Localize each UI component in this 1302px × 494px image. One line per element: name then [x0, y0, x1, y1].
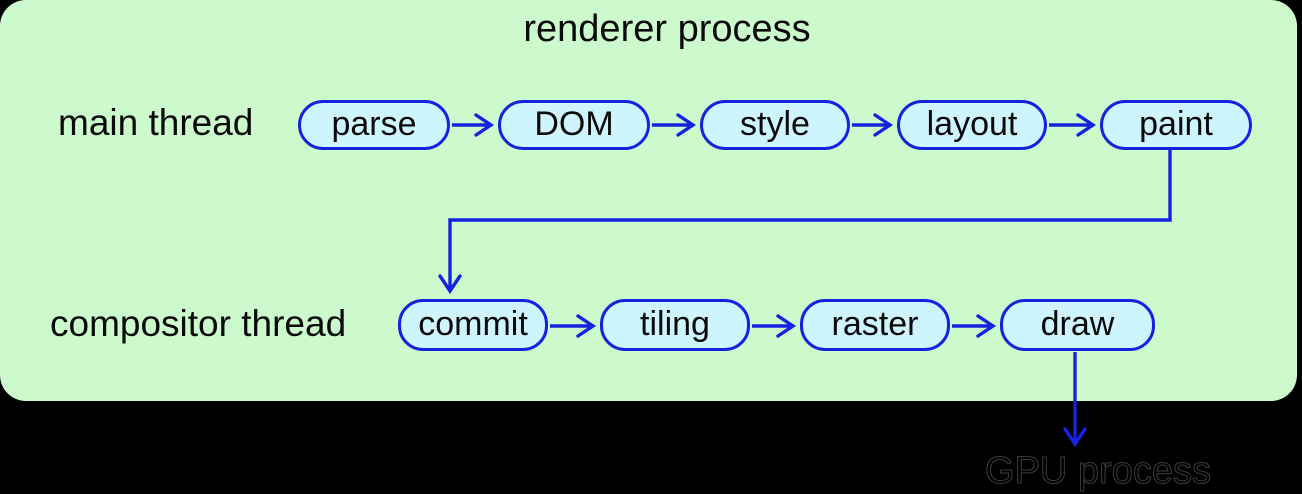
- node-label: raster: [831, 305, 919, 343]
- node-style: style: [700, 100, 850, 150]
- gpu-process-label: GPU process: [985, 450, 1212, 493]
- main-thread-label: main thread: [58, 102, 254, 143]
- node-draw: draw: [1000, 299, 1155, 351]
- node-layout: layout: [897, 100, 1047, 150]
- node-raster: raster: [800, 299, 950, 351]
- node-tiling: tiling: [600, 299, 750, 351]
- node-label: draw: [1040, 305, 1115, 343]
- compositor-thread-label: compositor thread: [50, 303, 347, 344]
- node-label: paint: [1139, 105, 1213, 143]
- node-label: layout: [926, 105, 1018, 143]
- node-label: parse: [331, 105, 417, 143]
- node-parse: parse: [298, 100, 450, 150]
- node-label: commit: [418, 305, 528, 343]
- node-label: style: [740, 105, 810, 143]
- node-label: tiling: [640, 305, 710, 343]
- node-label: DOM: [534, 105, 614, 143]
- node-dom: DOM: [498, 100, 650, 150]
- node-commit: commit: [398, 299, 548, 351]
- diagram-title: renderer process: [523, 8, 811, 50]
- node-paint: paint: [1100, 100, 1252, 150]
